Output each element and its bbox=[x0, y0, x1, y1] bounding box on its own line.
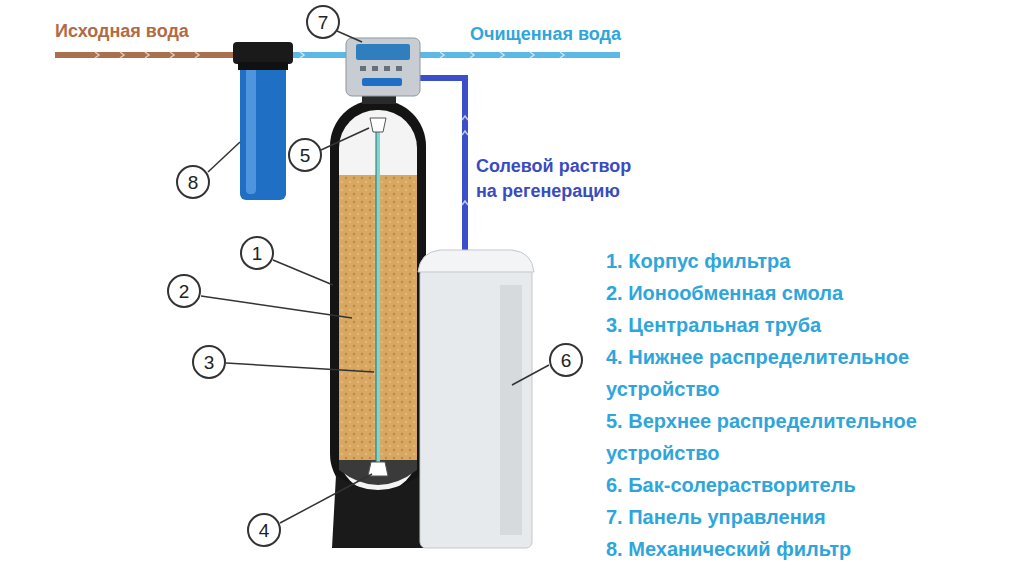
callout-circle: 4 bbox=[247, 513, 281, 547]
raw-water-pipe bbox=[55, 52, 240, 58]
brine-tank bbox=[418, 250, 534, 548]
callout-circle: 1 bbox=[240, 236, 274, 270]
flow-chevrons bbox=[300, 52, 564, 58]
callout-number: 4 bbox=[259, 521, 270, 540]
callout-number: 6 bbox=[561, 351, 572, 370]
leader-lines bbox=[201, 31, 549, 523]
part-name: 2. Ионообменная смола bbox=[606, 277, 1016, 309]
flow-label: Исходная вода bbox=[55, 19, 275, 44]
part-name: 7. Панель управления bbox=[606, 501, 1016, 533]
callout-number: 3 bbox=[204, 353, 215, 372]
callout-circle: 8 bbox=[176, 165, 210, 199]
callout-circle: 7 bbox=[306, 5, 340, 39]
clean-water-pipe bbox=[286, 52, 620, 58]
mechanical-filter bbox=[233, 42, 293, 200]
flow-label: Очищенная вода bbox=[470, 22, 670, 47]
callout-number: 1 bbox=[252, 244, 263, 263]
callout-number: 7 bbox=[318, 13, 329, 32]
part-name: 6. Бак-солерастворитель bbox=[606, 469, 1016, 501]
part-name: 8. Механический фильтр bbox=[606, 533, 1016, 565]
callout-circle: 6 bbox=[549, 343, 583, 377]
callout-number: 2 bbox=[179, 282, 190, 301]
callout-circle: 5 bbox=[288, 138, 322, 172]
flow-chevrons bbox=[95, 52, 199, 58]
callout-number: 8 bbox=[188, 173, 199, 192]
filter-tank bbox=[330, 100, 426, 548]
part-name: 3. Центральная труба bbox=[606, 309, 1016, 341]
part-name: 4. Нижнее распределительное устройство bbox=[606, 341, 1016, 405]
callout-number: 5 bbox=[300, 146, 311, 165]
callout-circle: 3 bbox=[192, 345, 226, 379]
callout-circle: 2 bbox=[167, 274, 201, 308]
part-name: 5. Верхнее распределительное устройство bbox=[606, 405, 1016, 469]
parts-list: 1. Корпус фильтра2. Ионообменная смола3.… bbox=[606, 245, 1016, 565]
flow-label: Солевой раствор на регенерацию bbox=[476, 154, 654, 204]
flow-chevrons bbox=[462, 116, 468, 205]
control-valve bbox=[346, 38, 420, 104]
part-name: 1. Корпус фильтра bbox=[606, 245, 1016, 277]
